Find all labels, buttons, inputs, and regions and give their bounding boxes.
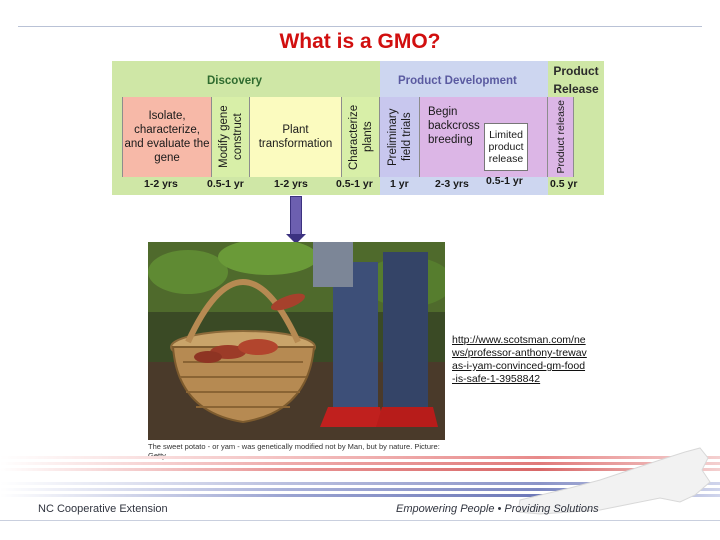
step-modify-label: Modify gene construct xyxy=(217,105,244,169)
duration-1: 1-2 yrs xyxy=(144,178,178,190)
stripe-blue-3 xyxy=(0,494,720,497)
step-field-trials: Preliminary field trials xyxy=(380,97,420,177)
gmo-timeline-diagram: Discovery Product Development Product Re… xyxy=(112,61,604,195)
top-divider xyxy=(18,26,702,27)
step-characterize: Characterize plants xyxy=(342,97,380,177)
stripe-red-2 xyxy=(0,462,720,465)
step-characterize-label: Characterize plants xyxy=(347,104,374,170)
sweet-potato-photo xyxy=(148,242,445,440)
bottom-divider xyxy=(0,520,720,521)
duration-3: 1-2 yrs xyxy=(274,178,308,190)
step-field-trials-label: Preliminary field trials xyxy=(386,108,413,166)
step-plant-transformation: Plant transformation xyxy=(250,97,342,177)
phase-release: Product Release xyxy=(548,62,604,98)
phase-discovery: Discovery xyxy=(207,75,262,87)
north-carolina-map-icon xyxy=(517,447,711,515)
duration-5: 1 yr xyxy=(390,178,409,190)
stripe-blue-2 xyxy=(0,488,720,491)
footer-stripes xyxy=(0,452,720,498)
duration-4: 0.5-1 yr xyxy=(336,178,373,190)
stripe-red-1 xyxy=(0,456,720,459)
step-isolate: Isolate, characterize, and evaluate the … xyxy=(122,97,212,177)
step-modify: Modify gene construct xyxy=(212,97,250,177)
slide-title: What is a GMO? xyxy=(279,30,441,53)
source-link[interactable]: http://www.scotsman.com/news/professor-a… xyxy=(452,334,587,385)
stripe-blue-1 xyxy=(0,482,720,485)
phase-release-line2: Release xyxy=(553,82,599,96)
down-arrow-icon xyxy=(286,234,306,244)
step-limited-release: Limited product release xyxy=(484,123,528,171)
photo-caption: The sweet potato - or yam - was genetica… xyxy=(148,442,440,460)
footer-tagline: Empowering People • Providing Solutions xyxy=(396,503,599,515)
step-backcross-label: Begin backcross breeding xyxy=(428,106,480,146)
duration-8: 0.5 yr xyxy=(550,178,578,190)
stripe-red-3 xyxy=(0,468,720,471)
photo-illustration xyxy=(148,242,445,440)
duration-7: 0.5-1 yr xyxy=(486,175,523,187)
duration-6: 2-3 yrs xyxy=(435,178,469,190)
down-arrow-shaft xyxy=(290,196,302,236)
footer-org-name: NC Cooperative Extension xyxy=(38,503,168,515)
phase-release-line1: Product xyxy=(553,64,599,78)
phase-development: Product Development xyxy=(398,75,517,87)
step-product-release-label: Product release xyxy=(554,100,567,174)
duration-2: 0.5-1 yr xyxy=(207,178,244,190)
step-product-release: Product release xyxy=(548,97,574,177)
